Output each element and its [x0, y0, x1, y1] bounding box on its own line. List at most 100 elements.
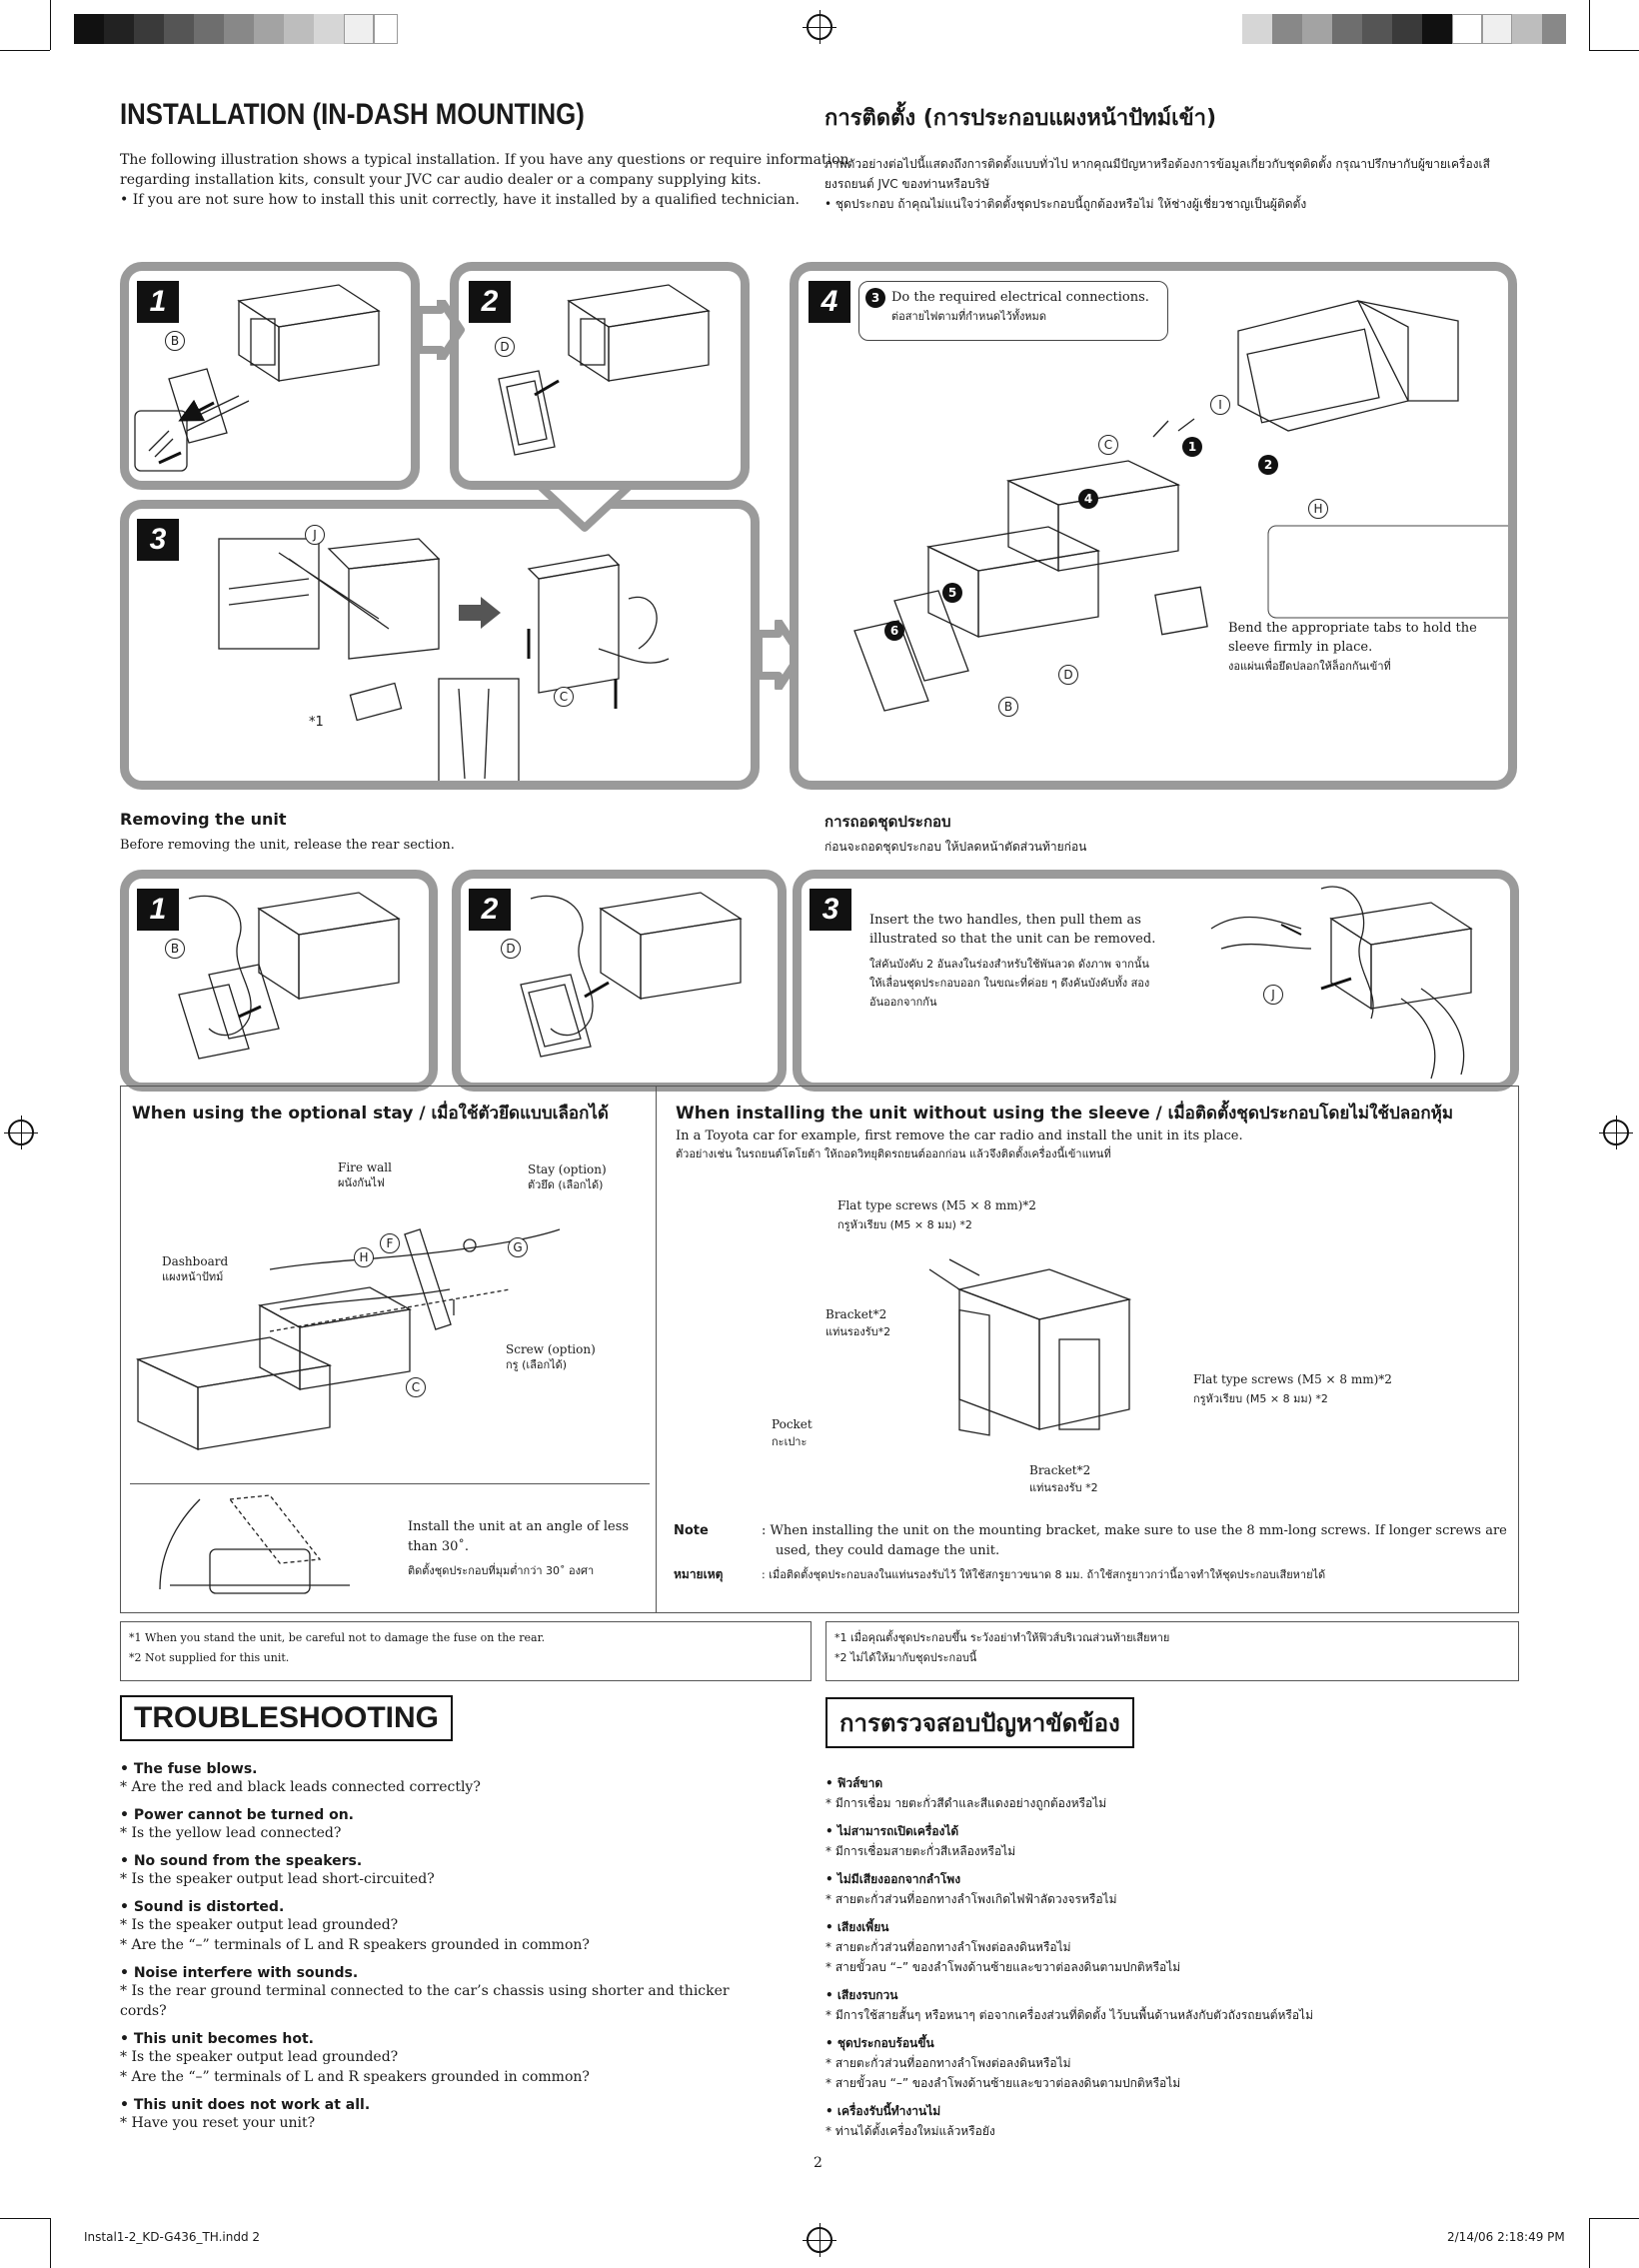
optional-stay-illustration [135, 1228, 561, 1451]
part-label-b: B [165, 939, 185, 959]
ts-item-th: • เสียงเพี้ยน * สายตะกั่วส่วนที่ออกทางลำ… [825, 1920, 1181, 1974]
print-timestamp: 2/14/06 2:18:49 PM [1447, 2230, 1565, 2244]
ts-check: * Is the rear ground terminal connected … [120, 1983, 730, 2019]
dashboard-text-th: แผงหน้าปัทม์ [162, 1270, 224, 1283]
step3-line-th: ให้เลื่อนชุดประกอบออก ในขณะที่ค่อย ๆ ดึง… [869, 977, 1150, 990]
part-label-h: H [1308, 499, 1328, 519]
box-divider-h [130, 1483, 650, 1484]
ts-check: * Are the “–” terminals of L and R speak… [120, 1937, 590, 1953]
part-label-i: I [1210, 395, 1230, 415]
ts-check: * Are the red and black leads connected … [120, 1779, 481, 1795]
flat-screws-text-th: กรูหัวเรียบ (M5 × 8 มม) *2 [837, 1218, 972, 1231]
sleeve-front-plate-illustration [134, 284, 381, 472]
ts-check: * Is the yellow lead connected? [120, 1825, 342, 1841]
install-step-3-panel: 3 J C *1 [120, 500, 760, 790]
step4-bend-note: Bend the appropriate tabs to hold the sl… [1228, 619, 1488, 676]
no-sleeve-intro: In a Toyota car for example, first remov… [676, 1128, 1243, 1163]
ts-check: * Are the “–” terminals of L and R speak… [120, 2069, 590, 2085]
crop-mark [1589, 2218, 1590, 2268]
intro-line-th: ยงรถยนต์ JVC ของท่านหรือบริษั [824, 177, 990, 191]
remove-step-1-panel: 1 B [120, 870, 438, 1092]
stay-option-label: Stay (option) ตัวยึด (เลือกได้) [528, 1161, 607, 1193]
footnote-th: *1 เมื่อคุณตั้งชุดประกอบขึ้น ระวังอย่าทำ… [834, 1631, 1170, 1644]
part-label-d: D [495, 337, 515, 357]
crop-mark [0, 2218, 50, 2219]
part-label-h: H [354, 1247, 374, 1267]
note-label-th: หมายเหตุ [674, 1567, 724, 1581]
stay-option-text: Stay (option) [528, 1162, 607, 1176]
ts-problem: • Noise interfere with sounds. [120, 1965, 359, 1981]
no-sleeve-title: When installing the unit without using t… [676, 1104, 1454, 1124]
step3-line-th: ใส่คันบังคับ 2 อันลงในร่องสำหรับใช้พันลว… [869, 958, 1149, 971]
pocket-text-th: กะเปาะ [772, 1435, 808, 1448]
sleeve-tab-bend-illustration [218, 538, 670, 781]
flow-arrow-2-3 [536, 482, 634, 532]
number-marker: 4 [1078, 489, 1098, 509]
bracket-mounting-illustration [928, 1258, 1132, 1436]
ts-item-th: • ชุดประกอบร้อนขึ้น * สายตะกั่วส่วนที่ออ… [825, 2036, 1181, 2090]
crop-mark [1589, 0, 1590, 50]
flat-screws-label-1: Flat type screws (M5 × 8 mm)*2 กรูหัวเรี… [837, 1195, 1036, 1235]
number-marker: 3 [865, 288, 885, 308]
stay-title: When using the optional stay / เมื่อใช้ต… [132, 1104, 609, 1124]
pocket-label: Pocket กะเปาะ [772, 1415, 813, 1451]
flat-screws-label-2: Flat type screws (M5 × 8 mm)*2 กรูหัวเรี… [1193, 1369, 1392, 1409]
ts-item: • Sound is distorted. * Is the speaker o… [120, 1899, 780, 1955]
note-label: Note [674, 1523, 709, 1538]
part-label-g: G [508, 1237, 528, 1257]
installation-title: INSTALLATION (IN-DASH MOUNTING) [120, 98, 585, 131]
ts-item-th: • ฟิวส์ขาด * มีการเชื่อม ายตะกั่วสีดำและ… [825, 1776, 1107, 1810]
intro-line-th: ภาพตัวอย่างต่อไปนี้แสดงถึงการติดตั้งแบบท… [824, 157, 1490, 171]
crop-mark [50, 2218, 51, 2268]
crop-mark [1589, 50, 1639, 51]
screw-option-label: Screw (option) กรู (เลือกได้) [506, 1341, 596, 1373]
stay-option-text-th: ตัวยึด (เลือกได้) [528, 1178, 604, 1191]
step-number: 3 [137, 519, 179, 561]
removing-subtitle-th: ก่อนจะถอดชุดประกอบ ให้ปลดหน้าตัดส่วนท้าย… [824, 840, 1087, 854]
file-name: Instal1-2_KD-G436_TH.indd 2 [84, 2230, 261, 2244]
ts-check: * Is the speaker output lead grounded? [120, 2049, 399, 2065]
screw-option-text: Screw (option) [506, 1342, 596, 1356]
bracket-label-1: Bracket*2 แท่นรองรับ*2 [825, 1305, 890, 1341]
firewall-label: Fire wall ผนังกันไฟ [338, 1159, 392, 1191]
ts-item: • This unit becomes hot. * Is the speake… [120, 2031, 780, 2087]
step-number: 2 [469, 281, 511, 323]
ts-item-th: • เครื่องรับนี้ทำงานไม่ * ท่านได้ตั้งเคร… [825, 2104, 995, 2138]
ts-item: • The fuse blows. * Are the red and blac… [120, 1761, 780, 1797]
angle-line-th: ติดตั้งชุดประกอบที่มุมต่ำกว่า 30˚ องศา [408, 1564, 595, 1577]
installation-intro: The following illustration shows a typic… [120, 150, 849, 210]
ts-item: • Power cannot be turned on. * Is the ye… [120, 1807, 780, 1843]
dashboard-label: Dashboard แผงหน้าปัทม์ [162, 1253, 228, 1285]
pocket-text: Pocket [772, 1417, 813, 1431]
step3-line: Insert the two handles, then pull them a… [869, 913, 1141, 928]
screw-option-text-th: กรู (เลือกได้) [506, 1358, 568, 1371]
bend-line: sleeve firmly in place. [1228, 640, 1373, 655]
part-label-c: C [554, 687, 574, 707]
part-label-j: J [1263, 985, 1283, 1005]
angle-limit-illustration [159, 1494, 350, 1594]
part-label-d: D [501, 939, 521, 959]
ts-problem: • Power cannot be turned on. [120, 1807, 354, 1823]
ts-problem: • Sound is distorted. [120, 1899, 285, 1915]
page-number: 2 [814, 2155, 822, 2171]
remove-with-handles-illustration [1210, 886, 1473, 1080]
ts-item-th: • ไม่สามารถเปิดเครื่องได้ * มีการเชื่อมส… [825, 1824, 1016, 1858]
remove-front-plate-illustration [178, 892, 401, 1060]
install-step-1-panel: 1 B [120, 262, 420, 490]
dashboard-text: Dashboard [162, 1254, 229, 1268]
part-label-f: F [380, 1233, 400, 1253]
part-label-b: B [998, 697, 1018, 717]
registration-mark-bottom [803, 2223, 836, 2257]
flow-arrow-1-2 [415, 300, 465, 360]
angle-note: Install the unit at an angle of less tha… [408, 1517, 629, 1581]
ts-check: * Have you reset your unit? [120, 2115, 316, 2131]
part-label-c: C [1098, 435, 1118, 455]
note-text: : When installing the unit on the mounti… [762, 1521, 1507, 1561]
installation-title-th: การติดตั้ง (การประกอบแผงหน้าปัทม์เข้า) [824, 106, 1217, 131]
footnote: *2 Not supplied for this unit. [129, 1651, 290, 1664]
installation-intro-th: ภาพตัวอย่างต่อไปนี้แสดงถึงการติดตั้งแบบท… [824, 154, 1490, 214]
removing-title-th: การถอดชุดประกอบ [824, 813, 951, 831]
footnotes-en: *1 When you stand the unit, be careful n… [120, 1621, 812, 1681]
bracket-text: Bracket*2 [1029, 1463, 1091, 1477]
in-dash-mounting-exploded-illustration [853, 300, 1508, 712]
